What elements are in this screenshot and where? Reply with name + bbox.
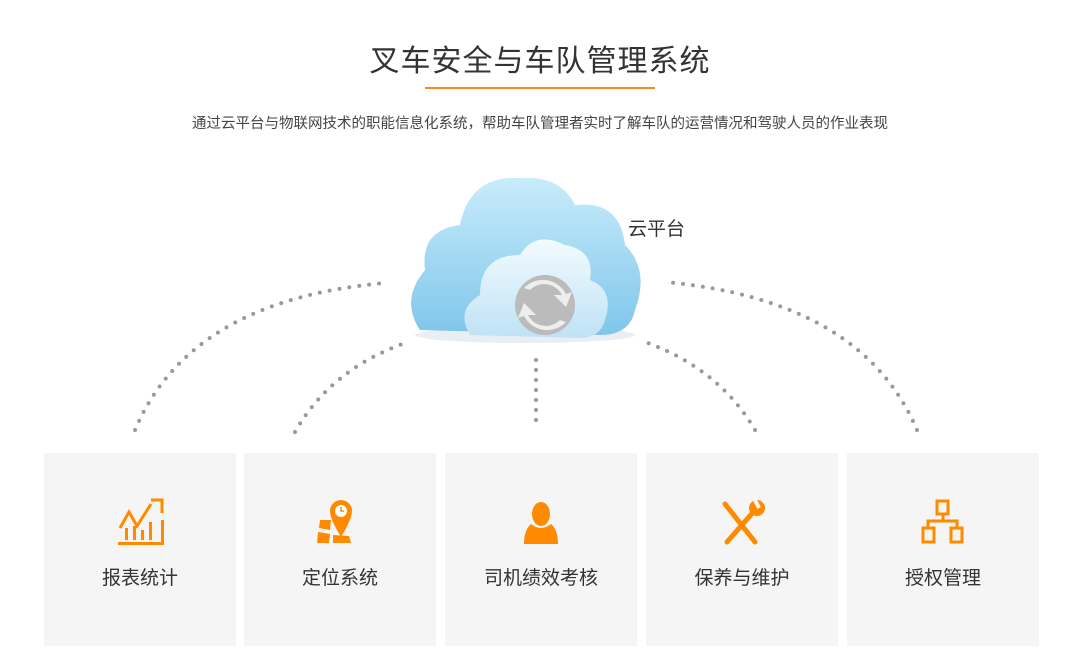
module-card-maintenance[interactable]: 保养与维护 bbox=[646, 453, 838, 646]
title-underline bbox=[425, 87, 655, 89]
page-subtitle: 通过云平台与物联网技术的职能信息化系统，帮助车队管理者实时了解车队的运营情况和驾… bbox=[192, 116, 888, 132]
module-card-reports[interactable]: 报表统计 bbox=[44, 453, 236, 646]
dotted-connectors bbox=[133, 280, 919, 434]
cloud-platform-label: 云平台 bbox=[628, 218, 686, 240]
chart-icon bbox=[118, 498, 164, 545]
cloud-icon bbox=[411, 177, 641, 343]
module-card-location[interactable]: 定位系统 bbox=[244, 453, 436, 646]
location-icon bbox=[317, 500, 352, 543]
tools-icon bbox=[722, 499, 765, 545]
hierarchy-icon bbox=[921, 499, 964, 544]
module-card-authorization[interactable]: 授权管理 bbox=[847, 453, 1039, 646]
module-label: 定位系统 bbox=[301, 567, 378, 589]
module-label: 保养与维护 bbox=[694, 567, 790, 589]
page-title: 叉车安全与车队管理系统 bbox=[369, 44, 711, 79]
module-label: 报表统计 bbox=[101, 567, 178, 589]
module-label: 司机绩效考核 bbox=[483, 567, 598, 589]
module-card-driver[interactable]: 司机绩效考核 bbox=[445, 453, 637, 646]
driver-icon bbox=[524, 502, 558, 544]
module-label: 授权管理 bbox=[904, 567, 981, 589]
